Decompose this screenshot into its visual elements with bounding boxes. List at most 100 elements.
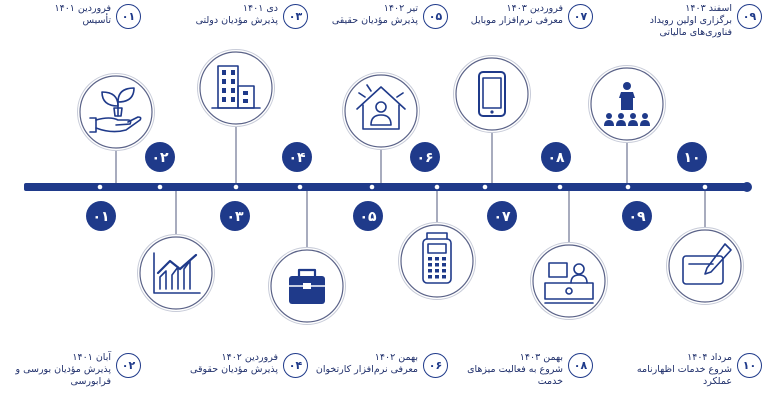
milestone-date: بهمن ۱۴۰۲ xyxy=(374,352,418,363)
legend-number-badge: ۰۱ xyxy=(116,4,141,29)
badge-circle xyxy=(282,142,312,172)
icon-circle xyxy=(532,244,606,318)
milestone-icon-node xyxy=(137,234,215,312)
milestone-icon-node xyxy=(588,65,666,143)
timeline-number-badge: ۱۰ xyxy=(677,142,707,172)
badge-circle xyxy=(487,201,517,231)
presentation-icon xyxy=(604,82,650,126)
icon-circle xyxy=(400,224,474,298)
legend-number-badge: ۰۹ xyxy=(737,4,762,29)
badge-circle xyxy=(677,142,707,172)
legend-number-badge: ۰۷ xyxy=(568,4,593,29)
badge-circle xyxy=(410,142,440,172)
service-desk-icon xyxy=(544,262,594,304)
milestone-icon-node xyxy=(342,72,420,150)
milestone-title: پذیرش مؤدیان بورسی و فرابورسی xyxy=(15,364,111,387)
timeline-dot xyxy=(702,184,708,190)
legend-number-badge: ۰۶ xyxy=(423,353,448,378)
timeline-dot xyxy=(369,184,375,190)
badge-number: ۰۷ xyxy=(493,209,511,225)
milestone-title: معرفی نرم‌افزار موبایل xyxy=(470,15,563,26)
legend-number-badge: ۰۳ xyxy=(283,4,308,29)
briefcase-icon xyxy=(289,268,325,304)
milestone-date: فروردین ۱۴۰۱ xyxy=(54,3,111,14)
timeline-dot xyxy=(625,184,631,190)
milestone-title: برگزاری اولین رویداد فناوری‌های مالیاتی xyxy=(649,15,732,38)
badge-number: ۰۲ xyxy=(151,150,169,166)
timeline-dot xyxy=(157,184,163,190)
badge-circle xyxy=(622,201,652,231)
legend-number-badge: ۱۰ xyxy=(737,353,762,378)
milestone-date: مرداد ۱۴۰۴ xyxy=(687,352,732,363)
milestone-icon-node xyxy=(453,55,531,133)
milestone-date: اسفند ۱۴۰۳ xyxy=(685,3,732,14)
milestone-icon-node xyxy=(666,227,744,305)
icon-circle xyxy=(668,229,742,303)
badge-circle xyxy=(541,142,571,172)
timeline-dot xyxy=(97,184,103,190)
milestone-date: فروردین ۱۴۰۲ xyxy=(221,352,278,363)
milestone-title: شروع خدمات اظهارنامه عملکرد xyxy=(636,364,732,387)
timeline-number-badge: ۰۳ xyxy=(220,201,250,231)
icon-circle xyxy=(455,57,529,131)
badge-number: ۰۸ xyxy=(547,150,565,166)
legend-number-badge: ۰۲ xyxy=(116,353,141,378)
chart-icon xyxy=(153,252,201,294)
timeline-dot xyxy=(482,184,488,190)
badge-circle xyxy=(220,201,250,231)
milestone-icon-node xyxy=(398,222,476,300)
badge-circle xyxy=(145,142,175,172)
hand-plant-icon xyxy=(89,87,142,133)
badge-circle xyxy=(86,201,116,231)
milestone-icon-node xyxy=(268,247,346,325)
timeline-end-cap xyxy=(742,182,752,192)
milestone-icon-node xyxy=(530,242,608,320)
timeline-number-badge: ۰۶ xyxy=(410,142,440,172)
timeline-dot xyxy=(297,184,303,190)
badge-number: ۰۴ xyxy=(288,150,306,166)
milestone-title: پذیرش مؤدیان حقوقی xyxy=(190,364,278,375)
badge-number: ۰۹ xyxy=(628,209,646,225)
building-icon xyxy=(211,65,261,109)
pen-tablet-icon xyxy=(682,243,732,285)
house-person-icon xyxy=(356,84,406,130)
icon-circle xyxy=(139,236,213,310)
badge-number: ۰۶ xyxy=(416,150,433,166)
milestone-icon-node xyxy=(77,73,155,151)
pos-terminal-icon xyxy=(422,232,452,284)
icon-circle xyxy=(199,51,273,125)
timeline-dot xyxy=(434,184,440,190)
timeline-number-badge: ۰۴ xyxy=(282,142,312,172)
icon-circle xyxy=(344,74,418,148)
badge-number: ۱۰ xyxy=(683,150,700,166)
badge-number: ۰۵ xyxy=(359,209,377,225)
badge-number: ۰۳ xyxy=(226,209,244,225)
timeline-number-badge: ۰۱ xyxy=(86,201,116,231)
timeline-number-badge: ۰۸ xyxy=(541,142,571,172)
icon-circle xyxy=(79,75,153,149)
legend-number-badge: ۰۵ xyxy=(423,4,448,29)
timeline-dot xyxy=(557,184,563,190)
timeline-number-badge: ۰۲ xyxy=(145,142,175,172)
milestone-title: پذیرش مؤدیان دولتی xyxy=(195,15,278,26)
